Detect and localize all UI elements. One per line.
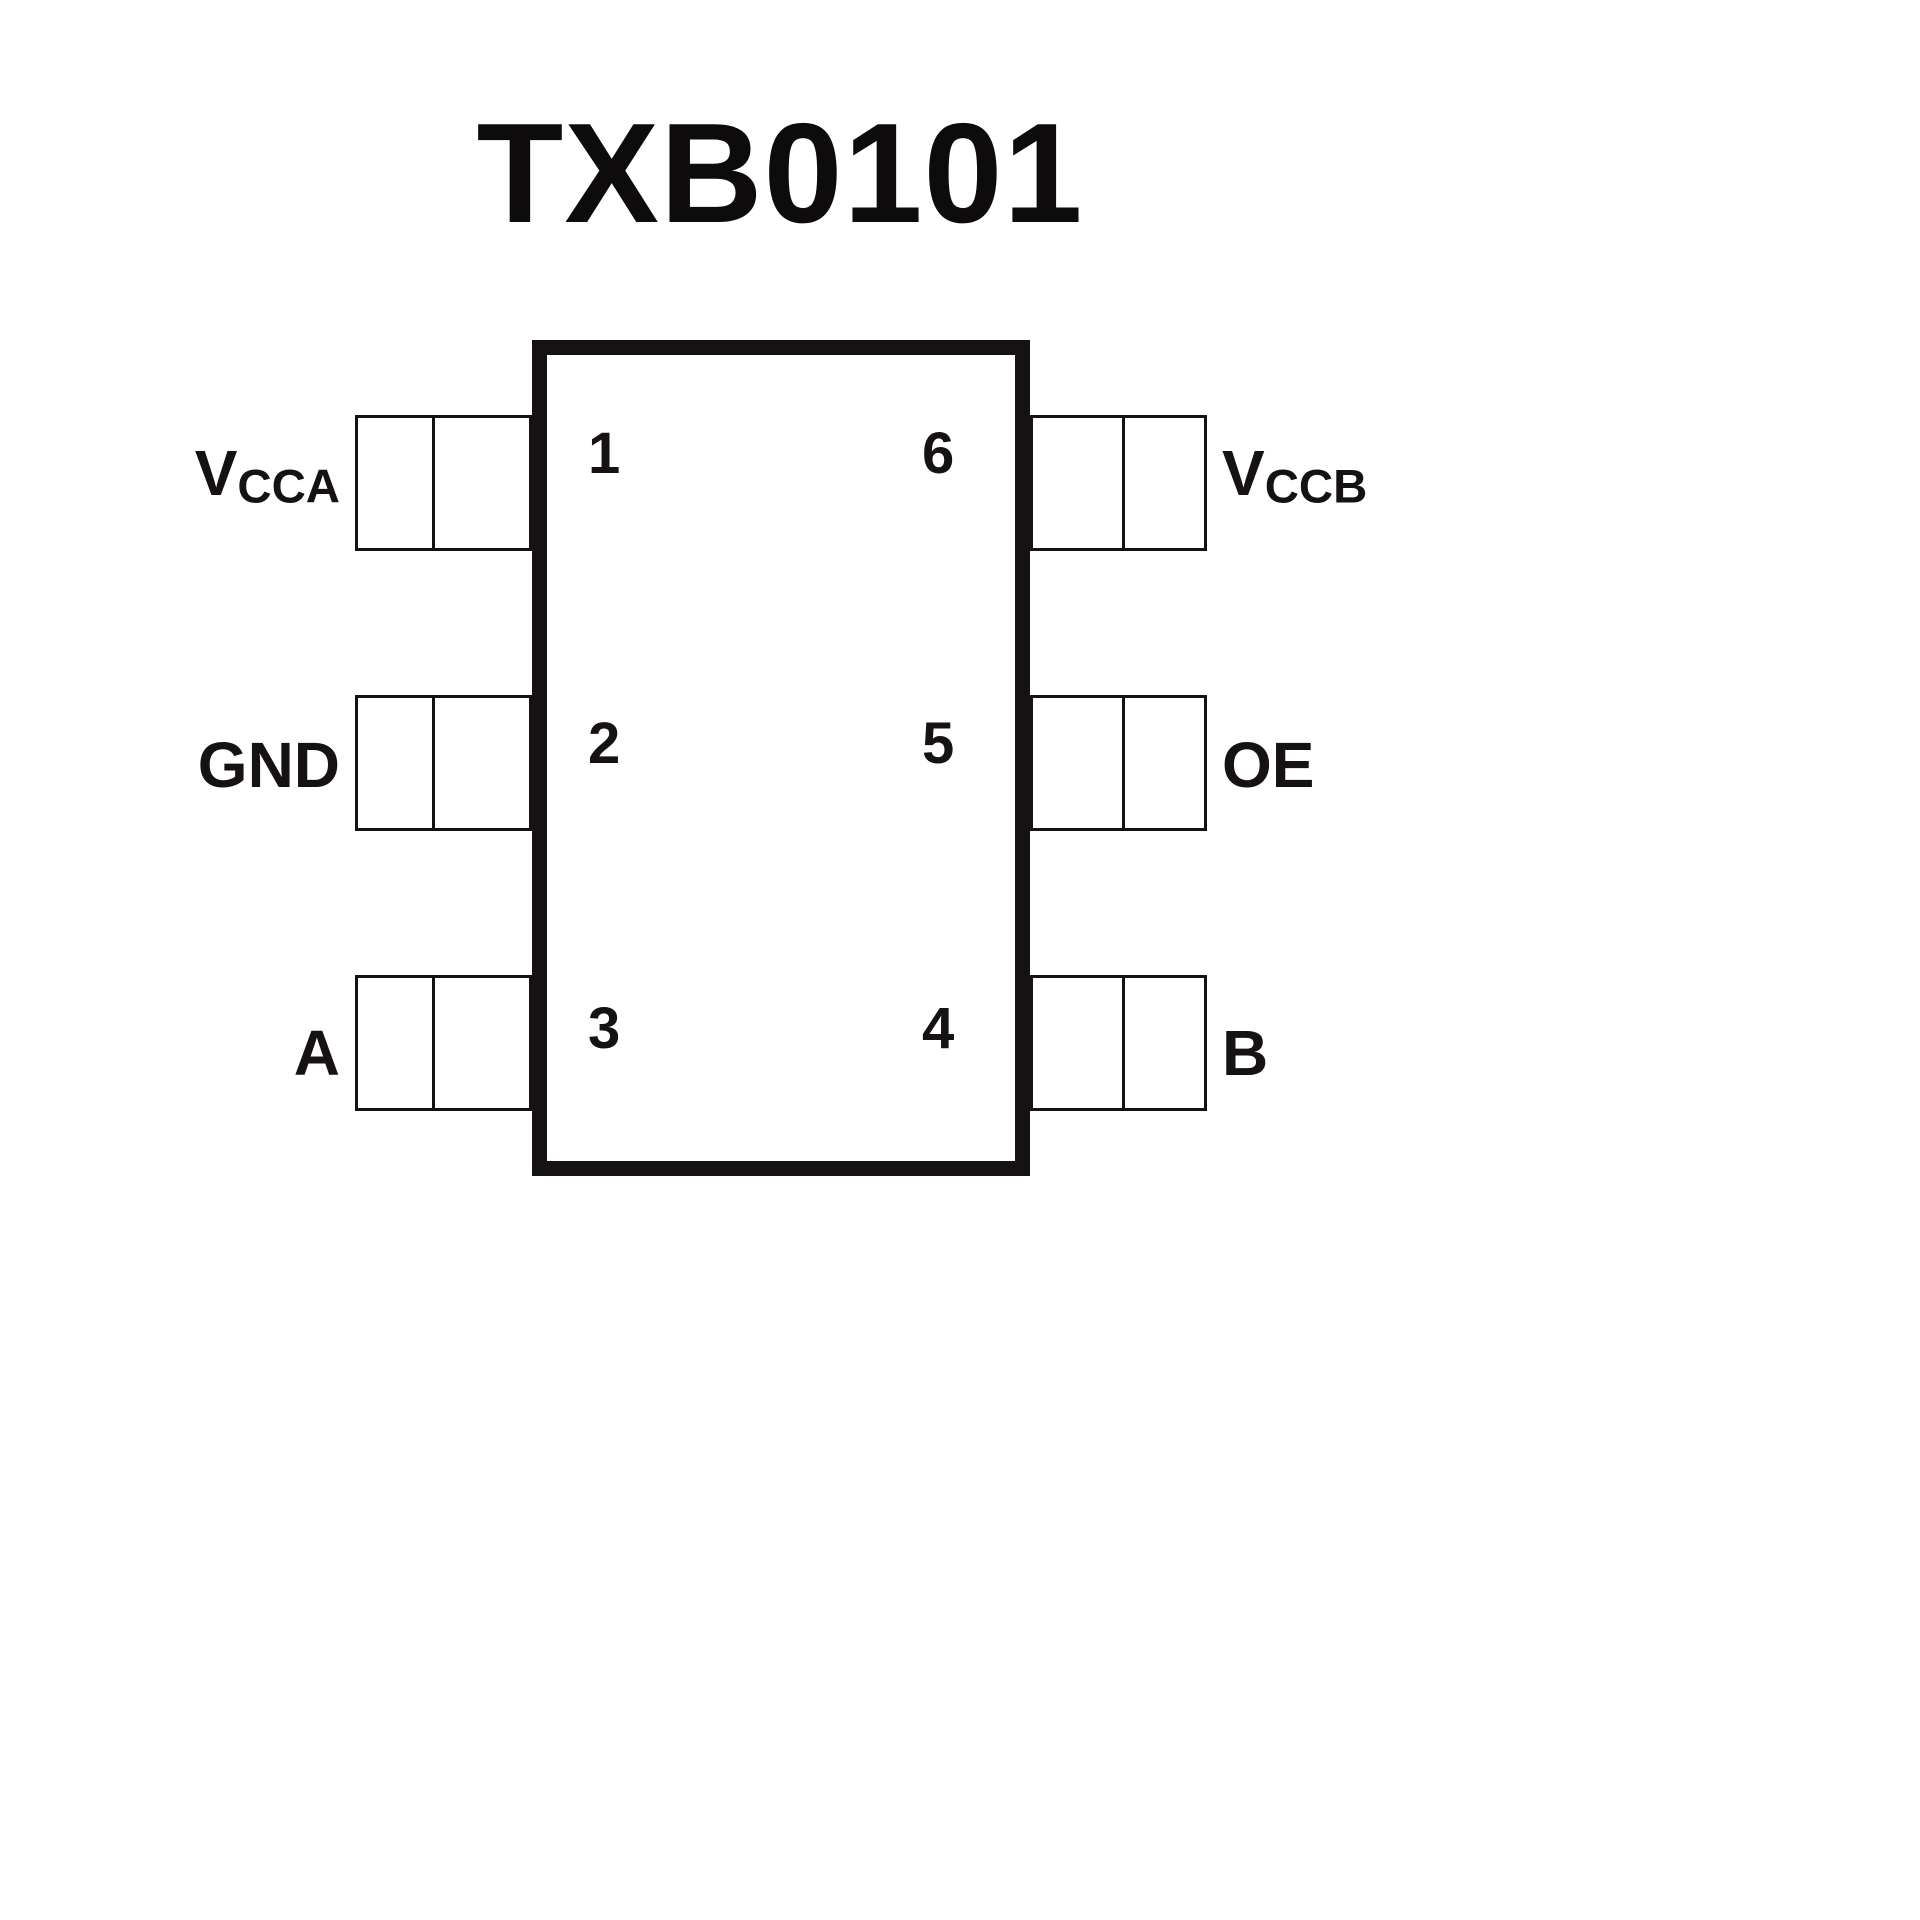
pin-lead-divider bbox=[432, 978, 435, 1108]
pin-label-gnd: GND bbox=[60, 728, 340, 807]
pin-label-subscript: CCB bbox=[1264, 460, 1368, 514]
pin-lead-1 bbox=[355, 415, 532, 551]
pin-label-subscript: CCA bbox=[237, 460, 340, 514]
pin-label-a: A bbox=[60, 1016, 340, 1095]
pin-lead-divider bbox=[1122, 698, 1125, 828]
pin-label-oe: OE bbox=[1222, 728, 1522, 807]
pin-lead-divider bbox=[1122, 418, 1125, 548]
pin-number-4: 4 bbox=[922, 996, 955, 1061]
pin-label-main: OE bbox=[1222, 729, 1315, 801]
pin-number-1: 1 bbox=[588, 421, 621, 486]
chip-body bbox=[532, 340, 1030, 1176]
pin-label-vccb: VCCB bbox=[1222, 436, 1522, 515]
pin-label-main: A bbox=[293, 1017, 340, 1089]
pin-lead-2 bbox=[355, 695, 532, 831]
pin-lead-divider bbox=[432, 698, 435, 828]
pin-label-vcca: VCCA bbox=[60, 436, 340, 515]
pin-label-main: GND bbox=[197, 729, 340, 801]
pin-lead-divider bbox=[1122, 978, 1125, 1108]
pin-number-2: 2 bbox=[588, 711, 621, 776]
pin-number-6: 6 bbox=[922, 421, 955, 486]
pin-lead-divider bbox=[432, 418, 435, 548]
pin-lead-4 bbox=[1030, 975, 1207, 1111]
chip-title: TXB0101 bbox=[476, 94, 1084, 253]
pin-number-3: 3 bbox=[588, 996, 621, 1061]
pin-lead-3 bbox=[355, 975, 532, 1111]
pin-lead-5 bbox=[1030, 695, 1207, 831]
pin-number-5: 5 bbox=[922, 711, 955, 776]
pin-label-b: B bbox=[1222, 1016, 1522, 1095]
pin-label-main: V bbox=[194, 437, 238, 509]
pin-lead-6 bbox=[1030, 415, 1207, 551]
pin-label-main: V bbox=[1222, 437, 1265, 509]
pin-label-main: B bbox=[1222, 1017, 1269, 1089]
